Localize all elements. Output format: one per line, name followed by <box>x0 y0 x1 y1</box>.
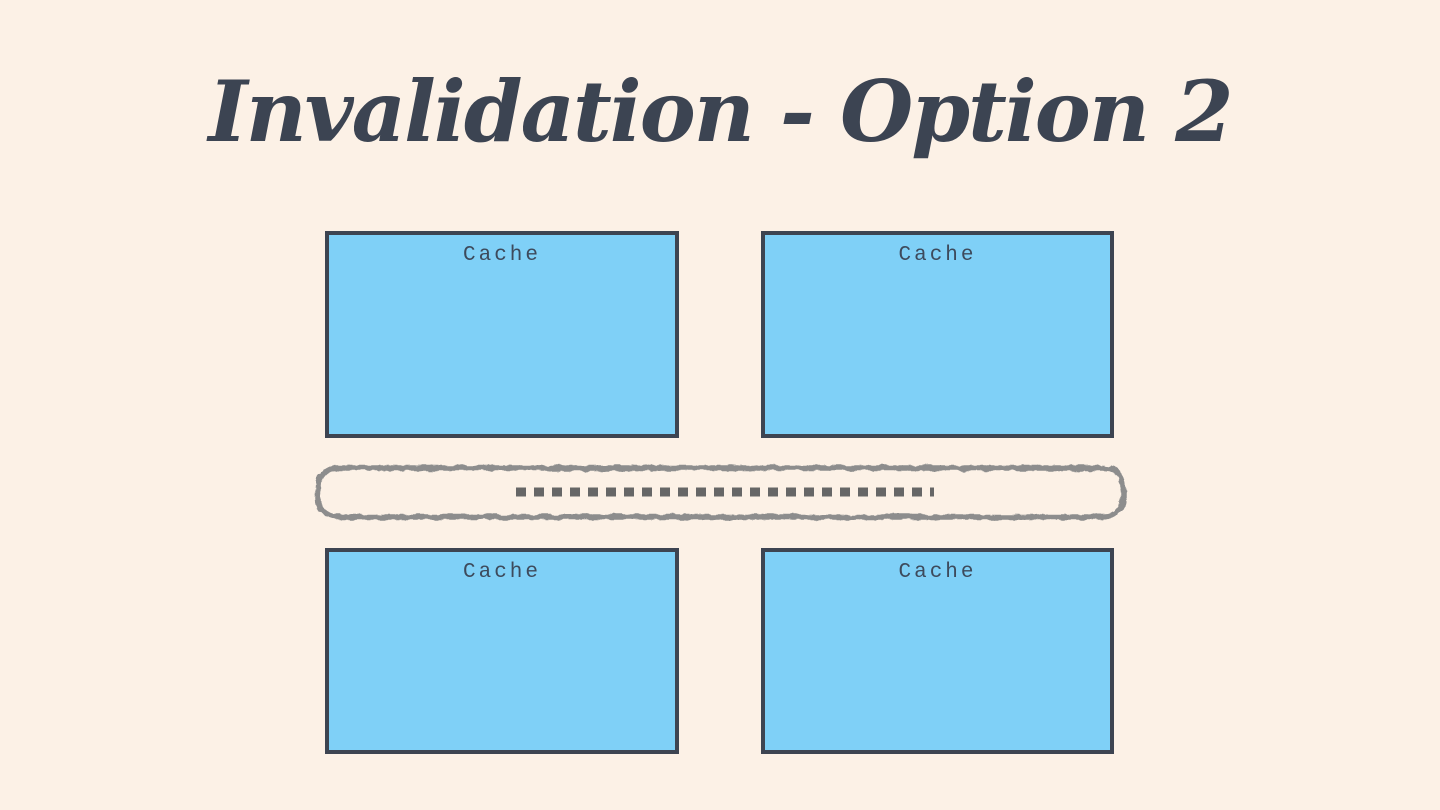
cache-label: Cache <box>462 244 541 267</box>
cache-label: Cache <box>898 244 977 267</box>
cache-box-bottom-right: Cache <box>761 548 1114 754</box>
cache-box-top-left: Cache <box>325 231 679 438</box>
cache-box-top-right: Cache <box>761 231 1114 438</box>
cache-box-bottom-left: Cache <box>325 548 679 754</box>
cache-label: Cache <box>898 561 977 584</box>
slide-title: Invalidation - Option 2 <box>208 62 1233 161</box>
bus-outline <box>315 465 1126 520</box>
cache-label: Cache <box>462 561 541 584</box>
